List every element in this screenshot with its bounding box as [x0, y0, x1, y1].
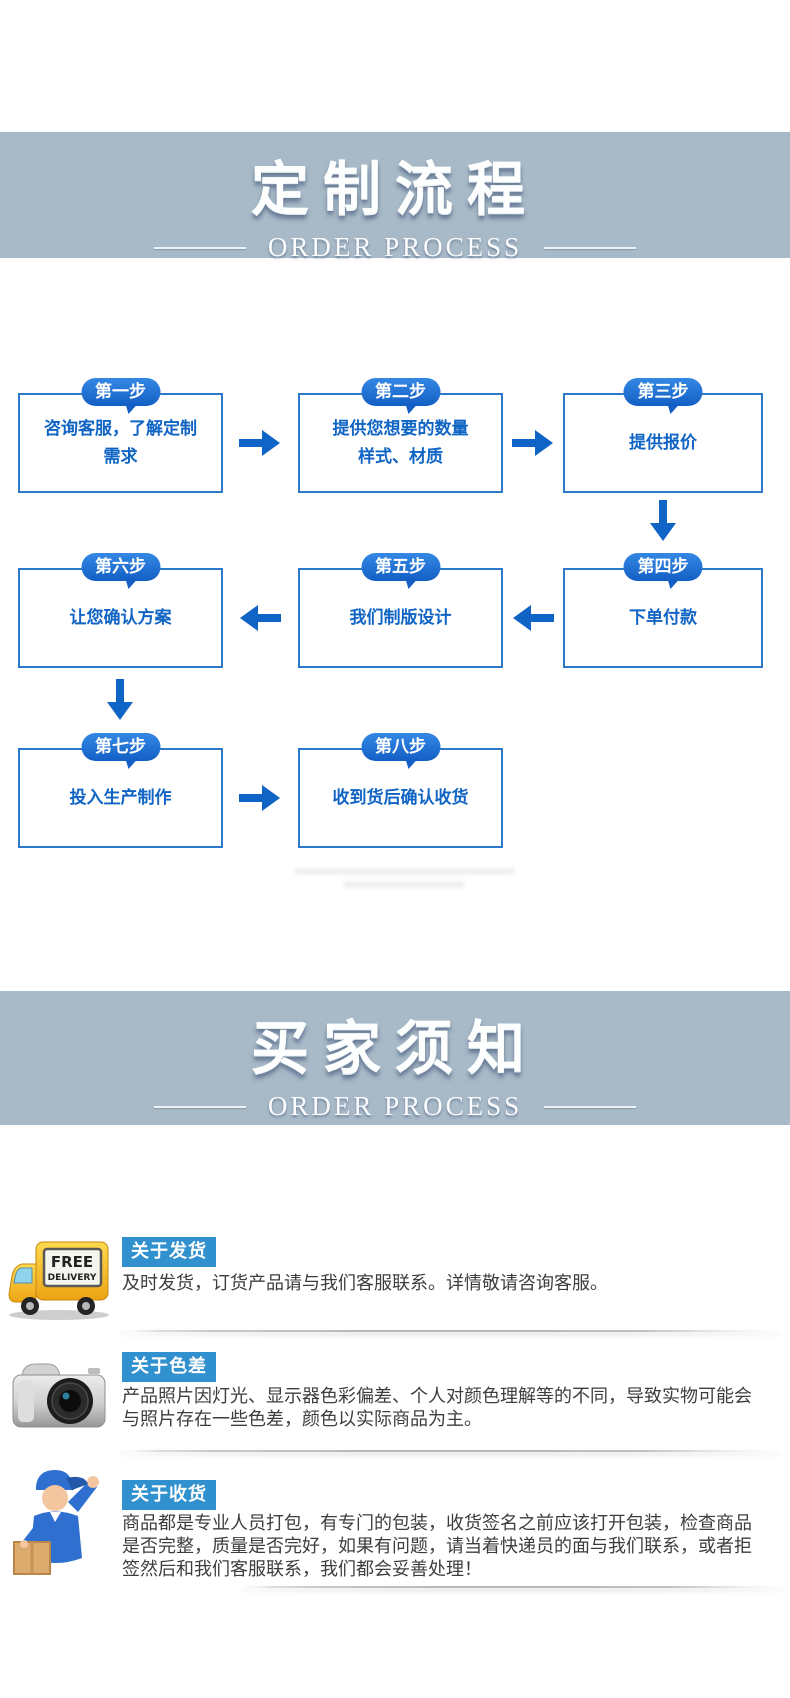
- notice-receiving-badge: 关于收货: [122, 1480, 216, 1510]
- notice-shipping-text: 及时发货，订货产品请与我们客服联系。详情敬请咨询客服。: [122, 1273, 608, 1294]
- decorative-line-left: [153, 246, 246, 249]
- arrow-left-icon: [512, 603, 554, 633]
- flow-step-3-badge: 第三步: [623, 378, 703, 414]
- decorative-line-right: [544, 1105, 637, 1108]
- flow-step-2-box: 第二步 提供您想要的数量 样式、材质: [298, 378, 503, 493]
- courier-with-box-icon: [8, 1466, 108, 1590]
- banner-subtitle-row: ORDER PROCESS: [0, 1091, 790, 1122]
- arrow-down-icon: [105, 679, 135, 721]
- flow-step-4-box: 第四步 下单付款: [563, 553, 763, 668]
- arrow-right-icon: [239, 783, 281, 813]
- flow-step-1-badge: 第一步: [81, 378, 160, 414]
- section-divider: [118, 1330, 783, 1332]
- notice-color-badge: 关于色差: [122, 1352, 216, 1382]
- arrow-left-icon: [239, 603, 281, 633]
- flow-step-6-box: 第六步 让您确认方案: [18, 553, 223, 668]
- flow-step-7-box: 第七步 投入生产制作: [18, 733, 223, 848]
- flow-step-7-text: 投入生产制作: [69, 787, 172, 808]
- flow-step-7-badge: 第七步: [81, 733, 160, 769]
- banner-subtitle-custom: ORDER PROCESS: [267, 232, 523, 262]
- section-divider: [240, 1586, 785, 1588]
- arrow-right-icon: [512, 428, 554, 458]
- decorative-line-right: [544, 246, 637, 249]
- flow-step-8-box: 第八步 收到货后确认收货: [298, 733, 503, 848]
- banner-title-buyer: 买家须知: [250, 1014, 539, 1082]
- free-delivery-truck-icon: FREE DELIVERY: [6, 1236, 112, 1326]
- notice-receiving-text: 商品都是专业人员打包，有专门的包装，收货签名之前应该打开包装，检查商品 是否完整…: [122, 1513, 752, 1580]
- flow-step-2-text: 提供您想要的数量 样式、材质: [332, 418, 469, 467]
- flow-step-5-text: 我们制版设计: [349, 607, 452, 628]
- flow-step-1-box: 第一步 咨询客服，了解定制 需求: [18, 378, 223, 493]
- decorative-line-left: [153, 1105, 246, 1108]
- custom-process-banner: 定制流程 ORDER PROCESS: [0, 132, 790, 262]
- notice-color-text: 产品照片因灯光、显示器色彩偏差、个人对颜色理解等的不同，导致实物可能会 与照片存…: [122, 1386, 752, 1430]
- flow-step-6-badge: 第六步: [81, 553, 160, 589]
- flow-step-3-box: 第三步 提供报价: [563, 378, 763, 493]
- banner-title-custom: 定制流程: [250, 155, 539, 223]
- flow-step-4-text: 下单付款: [629, 607, 697, 628]
- flow-step-4-badge: 第四步: [623, 553, 703, 589]
- camera-icon: [10, 1356, 108, 1440]
- flow-step-3-text: 提供报价: [629, 432, 697, 453]
- arrow-right-icon: [239, 428, 281, 458]
- svg-text:DELIVERY: DELIVERY: [48, 1273, 97, 1283]
- section-divider: [118, 1450, 783, 1452]
- notice-shipping-badge: 关于发货: [122, 1237, 216, 1267]
- flow-step-1-text: 咨询客服，了解定制 需求: [44, 418, 197, 467]
- arrow-down-icon: [648, 500, 678, 542]
- flow-step-5-badge: 第五步: [361, 553, 440, 589]
- banner-subtitle-row: ORDER PROCESS: [0, 232, 790, 263]
- buyer-notice-banner: 买家须知 ORDER PROCESS: [0, 991, 790, 1125]
- flow-step-2-badge: 第二步: [361, 378, 440, 414]
- svg-text:FREE: FREE: [51, 1253, 93, 1271]
- banner-subtitle-buyer: ORDER PROCESS: [267, 1091, 523, 1121]
- flow-step-6-text: 让您确认方案: [69, 607, 172, 628]
- faint-watermark: [295, 862, 515, 900]
- flow-step-5-box: 第五步 我们制版设计: [298, 553, 503, 668]
- flow-step-8-text: 收到货后确认收货: [332, 787, 469, 808]
- flow-step-8-badge: 第八步: [361, 733, 440, 769]
